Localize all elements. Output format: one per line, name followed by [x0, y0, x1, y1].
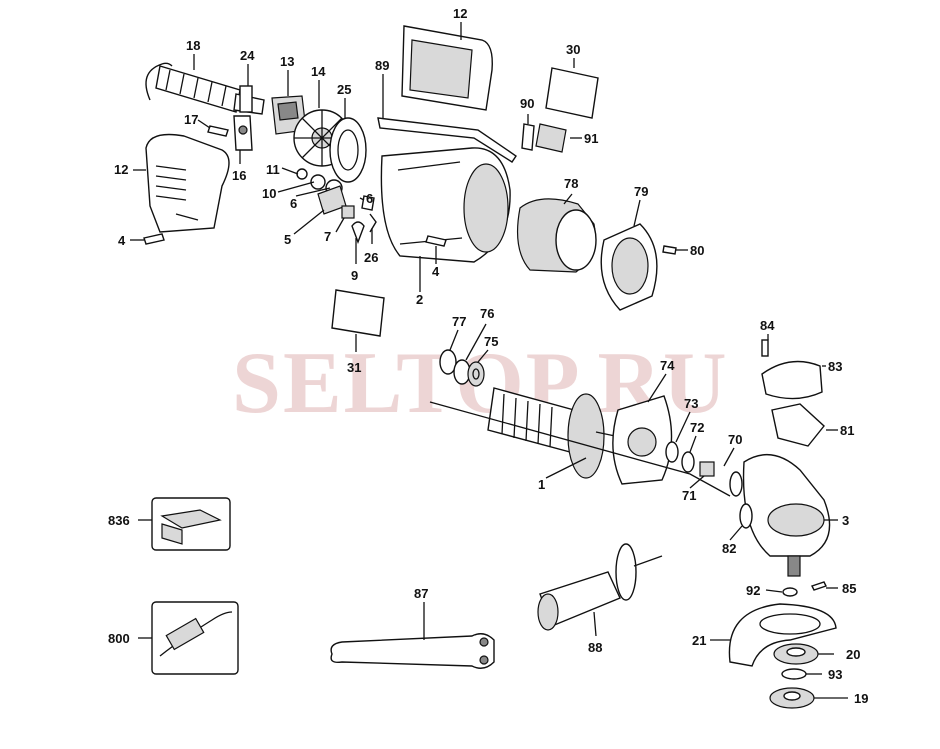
callout-80: 80: [690, 243, 704, 258]
callout-25: 25: [337, 82, 351, 97]
callout-17: 17: [184, 112, 198, 127]
switch-rod-part: [377, 117, 517, 163]
label-31-part: [331, 289, 385, 337]
callout-3: 3: [842, 513, 849, 528]
fan-part: [293, 109, 351, 167]
screw-4-middle-part: [425, 235, 447, 247]
wheel-guard-part: [728, 603, 837, 667]
callout-16: 16: [232, 168, 246, 183]
callout-1: 1: [538, 477, 545, 492]
screw-84-part: [761, 339, 769, 357]
callout-6-left: 6: [290, 196, 297, 211]
callout-82: 82: [722, 541, 736, 556]
top-housing-part: [401, 25, 493, 111]
screw-4-left-part: [143, 233, 165, 245]
gasket-81-part: [771, 403, 825, 447]
callout-9: 9: [351, 268, 358, 283]
brush-holder-assembly-part: [296, 168, 377, 244]
callout-74: 74: [660, 358, 675, 373]
callout-26: 26: [364, 250, 378, 265]
callout-14: 14: [311, 64, 326, 79]
rear-housing-part: [145, 133, 230, 233]
callout-76: 76: [480, 306, 494, 321]
callout-labels: 12 18 24 13 14 25 89 30 17 12 16 11 10 6…: [108, 6, 868, 706]
callout-78: 78: [564, 176, 578, 191]
callout-73: 73: [684, 396, 698, 411]
end-plate-part: [600, 223, 658, 311]
callout-87: 87: [414, 586, 428, 601]
brush-kit-836-part: [151, 497, 231, 551]
bearing-stack-part: [439, 349, 485, 387]
callout-79: 79: [634, 184, 648, 199]
callout-6-right: 6: [366, 191, 373, 206]
callout-89: 89: [375, 58, 389, 73]
callout-836: 836: [108, 513, 130, 528]
spring-85-part: [811, 581, 827, 591]
callout-4-middle: 4: [432, 264, 440, 279]
callout-10: 10: [262, 186, 276, 201]
callout-24: 24: [240, 48, 255, 63]
callout-18: 18: [186, 38, 200, 53]
callout-11: 11: [266, 162, 280, 177]
brush-91-part: [535, 123, 567, 153]
callout-20: 20: [846, 647, 860, 662]
callout-92: 92: [746, 583, 760, 598]
callout-19: 19: [854, 691, 868, 706]
callout-2: 2: [416, 292, 423, 307]
gear-case-part: [742, 453, 831, 577]
gear-cover-83-part: [761, 360, 823, 400]
spring-92-part: [782, 587, 798, 597]
baffle-part: [329, 117, 367, 183]
trigger-part: [233, 115, 253, 151]
screw-80-part: [662, 245, 677, 255]
callout-81: 81: [840, 423, 854, 438]
inner-flange-part: [773, 643, 819, 665]
callout-75: 75: [484, 334, 498, 349]
callout-84: 84: [760, 318, 775, 333]
cord-clamp-part: [239, 85, 253, 113]
leader-lines: [130, 22, 848, 699]
motor-housing-part: [380, 147, 511, 263]
side-handle-part: [537, 543, 663, 631]
callout-12-top: 12: [453, 6, 467, 21]
callout-71: 71: [682, 488, 696, 503]
callout-13: 13: [280, 54, 294, 69]
callout-83: 83: [828, 359, 842, 374]
callout-85: 85: [842, 581, 856, 596]
callout-88: 88: [588, 640, 602, 655]
spanner-wrench-part: [330, 633, 495, 669]
o-ring-82-part: [739, 503, 753, 529]
spring-90-part: [521, 123, 535, 151]
callout-30: 30: [566, 42, 580, 57]
baffle-74-part: [612, 395, 673, 485]
outer-flange-part: [769, 687, 815, 709]
bearing-small-parts: [665, 441, 743, 497]
cord-set-800-part: [151, 601, 239, 675]
callout-90: 90: [520, 96, 534, 111]
washer-93-part: [781, 668, 807, 680]
callout-4-left: 4: [118, 233, 126, 248]
callout-70: 70: [728, 432, 742, 447]
callout-91: 91: [584, 131, 598, 146]
callout-93: 93: [828, 667, 842, 682]
field-coil-part: [516, 198, 597, 273]
screw-17-part: [207, 125, 229, 137]
callout-7: 7: [324, 229, 331, 244]
callout-72: 72: [690, 420, 704, 435]
callout-5: 5: [284, 232, 291, 247]
callout-31: 31: [347, 360, 361, 375]
callout-800: 800: [108, 631, 130, 646]
callout-12-left: 12: [114, 162, 128, 177]
callout-77: 77: [452, 314, 466, 329]
label-30-part: [545, 67, 599, 119]
callout-21: 21: [692, 633, 706, 648]
